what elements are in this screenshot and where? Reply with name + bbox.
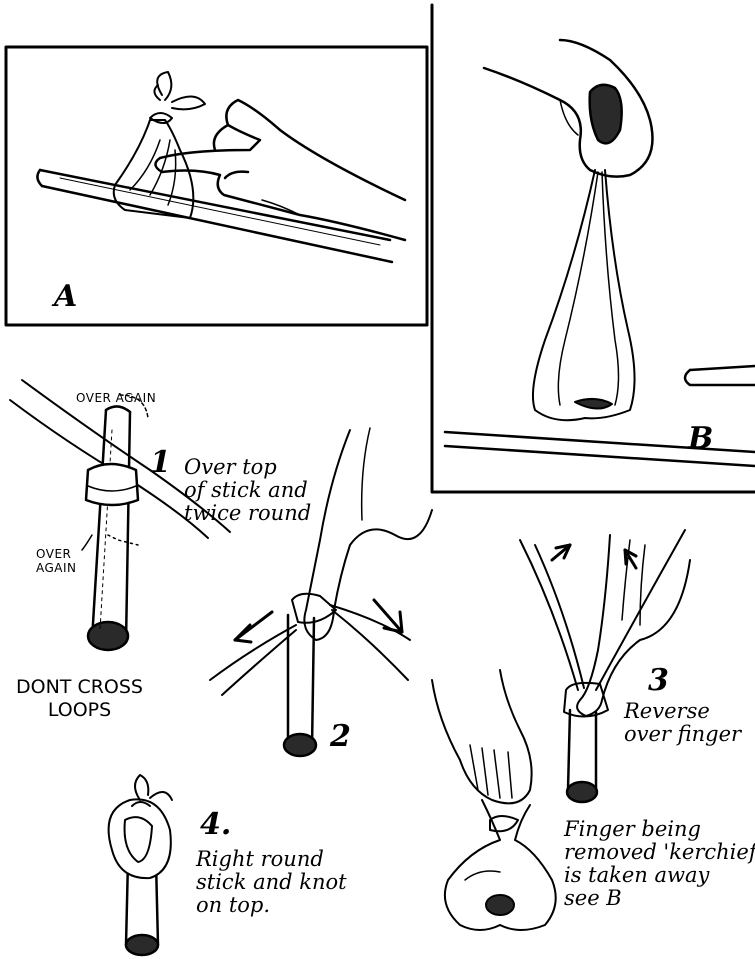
step1-over-again-bottom: OVER AGAIN — [36, 547, 77, 575]
finger-removed-hand — [432, 670, 532, 803]
panel-a-stick — [37, 170, 392, 262]
step1-caption: Over top of stick and twice round — [184, 456, 311, 525]
panel-a-handkerchief — [114, 72, 205, 218]
step1-number: 1 — [150, 448, 171, 478]
panel-b-hanging-kerchief — [533, 170, 635, 420]
step3-stick — [567, 710, 597, 802]
step1-over-again-top: OVER AGAIN — [76, 392, 156, 404]
step4-caption: Right round stick and knot on top. — [196, 848, 347, 917]
step3-number: 3 — [648, 666, 669, 696]
step1-loops — [82, 395, 148, 550]
step4-knot — [109, 775, 172, 878]
panel-b-label: B — [688, 424, 713, 454]
panel-b-hand — [484, 40, 653, 177]
step1-warning: DONT CROSS LOOPS — [16, 676, 143, 722]
finger-note-caption: Finger being removed 'kerchief is taken … — [564, 818, 755, 910]
step4-number: 4. — [200, 810, 231, 840]
panel-a-label: A — [54, 282, 77, 312]
step2-number: 2 — [330, 722, 351, 752]
finger-removed-kerchief — [445, 800, 556, 930]
step3-caption: Reverse over finger — [624, 700, 741, 746]
